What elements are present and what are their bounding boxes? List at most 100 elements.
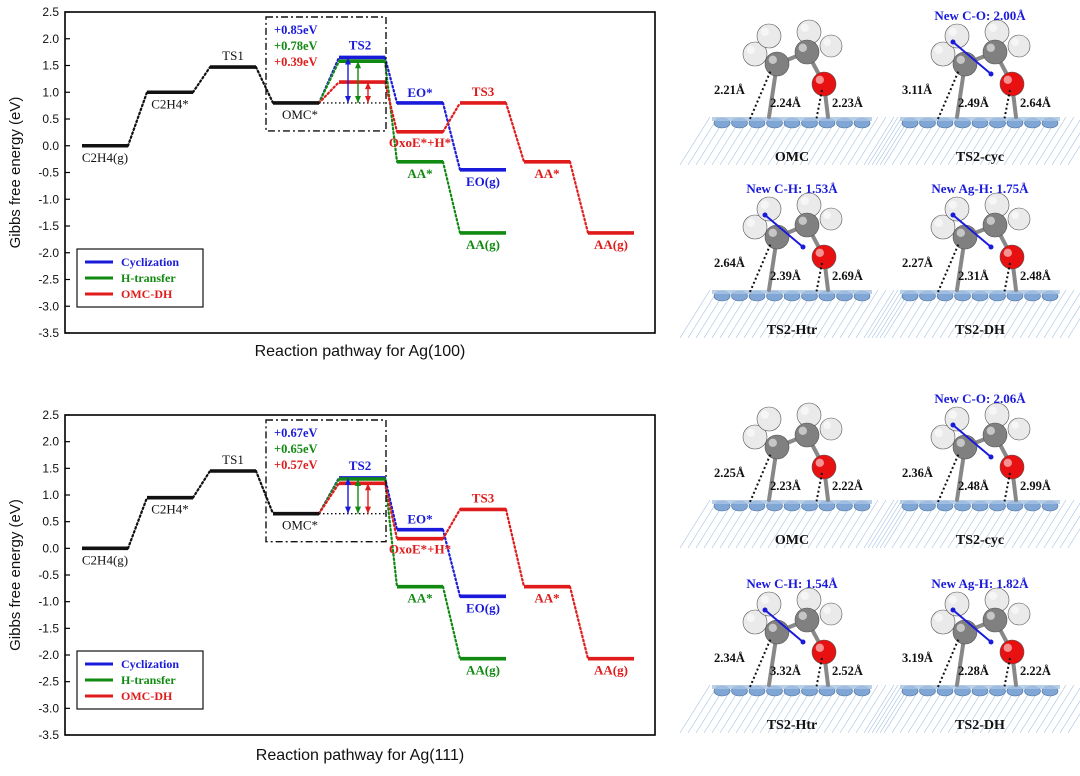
y-tick-label: -3.5 (38, 728, 59, 742)
distance-line (815, 472, 823, 505)
lattice-line (775, 289, 807, 339)
carbon-atom (952, 224, 978, 250)
distance-label: 2.22Å (832, 479, 863, 493)
lattice-line (1051, 687, 1080, 734)
carbon-atom-highlight (768, 228, 777, 237)
lattice-line (1067, 145, 1080, 166)
level-label-TS3: TS3 (472, 84, 495, 99)
oxygen-atom (811, 244, 837, 270)
x-axis-label: Reaction pathway for Ag(111) (256, 747, 464, 764)
pathway-connector (383, 476, 399, 531)
barrier-label: +0.39eV (274, 55, 318, 69)
hydrogen-atom-highlight (746, 218, 755, 227)
lattice-line (871, 289, 903, 339)
hydrogen-atom (819, 602, 843, 626)
level-label-TS2b: TS2 (349, 37, 371, 52)
pathway-connector (568, 585, 590, 660)
level-label-AAgR: AA(g) (594, 237, 628, 252)
level-label-C2H4ads: C2H4* (151, 96, 189, 111)
barrier-arrow-tail (345, 506, 351, 514)
hydrogen-atom-highlight (760, 410, 769, 419)
barrier-arrow-head (355, 479, 361, 486)
distance-label: 2.23Å (832, 96, 863, 110)
structure-caption: TS2-Htr (767, 718, 818, 733)
hydrogen-atom-highlight (948, 200, 957, 209)
new-bond-title: New C-O: 2.00Å (934, 8, 1026, 23)
arrow-head (762, 607, 768, 613)
lattice-line (1035, 499, 1067, 549)
lattice-line (875, 116, 907, 166)
lattice-line (847, 499, 879, 549)
hydrogen-atom-highlight (823, 606, 832, 615)
carbon-atom-highlight (798, 611, 807, 620)
lattice-line (775, 499, 807, 549)
lattice-line (875, 684, 907, 734)
oxygen-atom-highlight (815, 458, 824, 467)
distance-line (1003, 657, 1011, 690)
structure-caption: TS2-cyc (956, 150, 1004, 165)
carbon-atom (764, 434, 790, 460)
level-label-C2H4g: C2H4(g) (82, 552, 128, 567)
level-label-AAgG: AA(g) (466, 663, 500, 678)
lattice-line (871, 116, 903, 166)
hydrogen-atom-highlight (800, 406, 809, 415)
barrier-arrow-head (365, 483, 371, 491)
distance-label: 2.21Å (714, 83, 745, 97)
lattice-line (855, 116, 887, 166)
oxygen-atom (999, 244, 1025, 270)
hydrogen-atom-highlight (934, 218, 943, 227)
carbon-atom (952, 619, 978, 645)
carbon-atom (952, 434, 978, 460)
lattice-line (687, 684, 719, 734)
lattice-line (1043, 289, 1075, 339)
lattice-line (1059, 515, 1080, 549)
lattice-line (1043, 116, 1075, 166)
level-label-AAadsR: AA* (534, 591, 559, 606)
lattice-line (963, 116, 995, 166)
hydrogen-atom-highlight (1011, 606, 1020, 615)
barrier-label: +0.57eV (274, 458, 318, 472)
oxygen-atom (999, 71, 1025, 97)
lattice-line (1035, 116, 1067, 166)
arrow-head (988, 71, 994, 77)
lattice-line (963, 499, 995, 549)
distance-label: 2.69Å (832, 269, 863, 283)
carbon-atom (794, 39, 820, 65)
level-label-C2H4ads: C2H4* (151, 502, 189, 517)
carbon-atom (982, 39, 1008, 65)
hydrogen-atom (819, 34, 843, 58)
pathway-connector (383, 80, 399, 133)
oxygen-atom-highlight (815, 643, 824, 652)
barrier-arrow-head (345, 477, 351, 485)
distance-label: 2.49Å (958, 96, 989, 110)
oxygen-atom-highlight (1003, 458, 1012, 467)
carbon-atom-highlight (956, 228, 965, 237)
y-tick-label: -2.0 (38, 246, 59, 260)
hydrogen-atom-highlight (948, 595, 957, 604)
lattice-line (963, 289, 995, 339)
hydrogen-atom-highlight (988, 23, 997, 32)
pathway-connector (441, 160, 462, 235)
lattice-line (871, 499, 903, 549)
distance-line (1003, 89, 1011, 122)
lattice-line (863, 684, 895, 734)
level-label-OxoE: OxoE*+H* (389, 542, 451, 557)
y-tick-label: -1.5 (38, 219, 59, 233)
lattice-line (847, 116, 879, 166)
structure-caption: OMC (775, 150, 809, 165)
oxygen-atom (811, 639, 837, 665)
distance-label: 2.64Å (1020, 96, 1051, 110)
y-tick-label: 1.5 (42, 59, 59, 73)
structure-caption: TS2-cyc (956, 533, 1004, 548)
distance-label: 2.27Å (902, 256, 933, 270)
ag-surface-layer (900, 290, 1060, 294)
barrier-arrow-tail (345, 95, 351, 103)
oxygen-atom-highlight (1003, 75, 1012, 85)
ts2-highlight-box (265, 16, 387, 132)
